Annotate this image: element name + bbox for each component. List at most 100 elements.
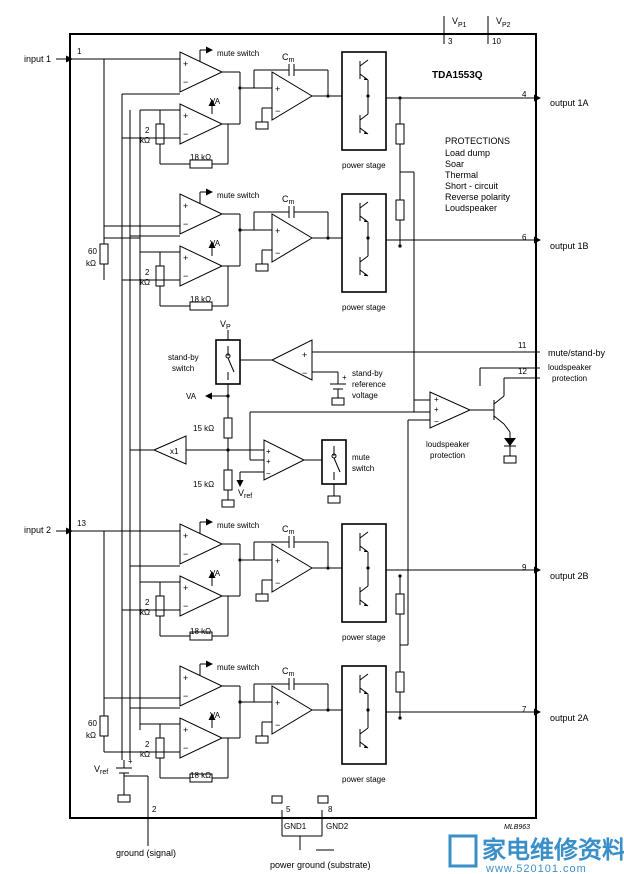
svg-text:power stage: power stage	[342, 633, 386, 642]
svg-text:+: +	[266, 447, 271, 456]
gnd1-pin: 5	[286, 805, 291, 814]
svg-text:x1: x1	[170, 447, 179, 456]
svg-text:switch: switch	[352, 464, 374, 473]
chip-name: TDA1553Q	[432, 70, 483, 81]
output-2a-label: output 2A	[550, 713, 589, 723]
channel-2b	[122, 522, 540, 640]
svg-text:2: 2	[145, 126, 150, 135]
svg-text:18 kΩ: 18 kΩ	[190, 295, 211, 304]
svg-text:Thermal: Thermal	[445, 170, 478, 180]
mute-standby-label: mute/stand-by	[548, 348, 606, 358]
svg-text:Short - circuit: Short - circuit	[445, 181, 499, 191]
svg-text:mute switch: mute switch	[217, 521, 259, 530]
diagram-code: MLB963	[504, 824, 530, 831]
svg-text:VA: VA	[186, 392, 197, 401]
svg-text:power stage: power stage	[342, 303, 386, 312]
channel-labels: mute switch Cm VA 2 kΩ 18 kΩ power stage…	[140, 49, 386, 784]
svg-text:switch: switch	[172, 364, 194, 373]
vp2-pin: 10	[492, 37, 501, 46]
svg-text:15 kΩ: 15 kΩ	[193, 424, 214, 433]
svg-text:www.520101.com: www.520101.com	[485, 863, 587, 874]
svg-text:+: +	[434, 405, 439, 414]
svg-text:mute: mute	[352, 453, 370, 462]
input-res-2-unit: kΩ	[86, 731, 96, 740]
svg-text:2: 2	[145, 740, 150, 749]
svg-text:2: 2	[145, 598, 150, 607]
svg-text:kΩ: kΩ	[140, 608, 150, 617]
protections-list: PROTECTIONS Load dump Soar Thermal Short…	[445, 136, 511, 213]
svg-text:Reverse polarity: Reverse polarity	[445, 192, 511, 202]
svg-text:+: +	[342, 373, 347, 382]
svg-text:mute switch: mute switch	[217, 663, 259, 672]
output-2a-pin: 7	[522, 705, 527, 714]
svg-text:Cm: Cm	[282, 194, 295, 206]
svg-text:VA: VA	[210, 711, 221, 720]
svg-text:15 kΩ: 15 kΩ	[193, 480, 214, 489]
standby-section: VP stand-by switch + − + stand-by refere…	[130, 319, 540, 508]
svg-text:kΩ: kΩ	[140, 278, 150, 287]
output-1a-pin: 4	[522, 90, 527, 99]
svg-text:Cm: Cm	[282, 52, 295, 64]
svg-text:2: 2	[145, 268, 150, 277]
input-res-1: 60	[88, 247, 97, 256]
svg-text:stand-by: stand-by	[352, 369, 383, 378]
svg-text:loudspeaker: loudspeaker	[426, 440, 470, 449]
svg-text:mute switch: mute switch	[217, 49, 259, 58]
ic-outline	[69, 33, 537, 819]
input-res-2: 60	[88, 719, 97, 728]
svg-text:voltage: voltage	[352, 391, 378, 400]
output-2b-pin: 9	[522, 563, 527, 572]
svg-text:+: +	[434, 395, 439, 404]
svg-text:power stage: power stage	[342, 161, 386, 170]
svg-text:kΩ: kΩ	[140, 136, 150, 145]
svg-text:Loudspeaker: Loudspeaker	[445, 203, 497, 213]
svg-text:mute switch: mute switch	[217, 191, 259, 200]
input-2-label: input 2	[24, 525, 51, 535]
svg-text:reference: reference	[352, 380, 386, 389]
bias-rails	[99, 59, 180, 846]
output-1b-label: output 1B	[550, 241, 589, 251]
svg-text:protection: protection	[430, 451, 465, 460]
input-2-pin: 13	[77, 519, 86, 528]
input-1-pin: 1	[77, 47, 82, 56]
svg-text:−: −	[434, 417, 439, 426]
svg-text:VA: VA	[210, 569, 221, 578]
output-2b-label: output 2B	[550, 571, 589, 581]
svg-text:Load dump: Load dump	[445, 148, 490, 158]
ls-protection-pin: 12	[518, 367, 527, 376]
vp2-label: VP2	[496, 16, 511, 29]
battery-plus: +	[128, 757, 133, 766]
svg-text:−: −	[266, 469, 271, 478]
svg-text:power stage: power stage	[342, 775, 386, 784]
vp1-label: VP1	[452, 16, 467, 29]
gnd1-label: GND1	[284, 822, 307, 831]
svg-text:kΩ: kΩ	[140, 750, 150, 759]
ground-signal-label: ground (signal)	[116, 848, 176, 858]
vp1-pin: 3	[448, 37, 453, 46]
ground-signal-pin: 2	[152, 805, 157, 814]
svg-text:Soar: Soar	[445, 159, 464, 169]
ls-protection-label-2: protection	[552, 374, 587, 383]
channel-2a	[122, 664, 540, 782]
svg-text:+: +	[302, 350, 307, 360]
vref-bottom-label: Vref	[94, 764, 108, 776]
svg-text:PROTECTIONS: PROTECTIONS	[445, 136, 510, 146]
svg-text:+: +	[266, 457, 271, 466]
svg-text:18 kΩ: 18 kΩ	[190, 627, 211, 636]
input-1-label: input 1	[24, 54, 51, 64]
svg-text:−: −	[302, 368, 307, 378]
gnd2-label: GND2	[326, 822, 349, 831]
mute-standby-pin: 11	[518, 341, 527, 350]
svg-text:VA: VA	[210, 239, 221, 248]
svg-text:Vref: Vref	[238, 488, 252, 500]
svg-text:Cm: Cm	[282, 524, 295, 536]
gnd2-pin: 8	[328, 805, 333, 814]
watermark: 家电维修资料网 www.520101.com	[448, 834, 624, 874]
svg-text:18 kΩ: 18 kΩ	[190, 771, 211, 780]
ls-protection-label-1: loudspeaker	[548, 363, 592, 372]
output-1b-pin: 6	[522, 233, 527, 242]
svg-text:stand-by: stand-by	[168, 353, 199, 362]
bridge-resistors	[395, 96, 415, 720]
svg-text:18 kΩ: 18 kΩ	[190, 153, 211, 162]
